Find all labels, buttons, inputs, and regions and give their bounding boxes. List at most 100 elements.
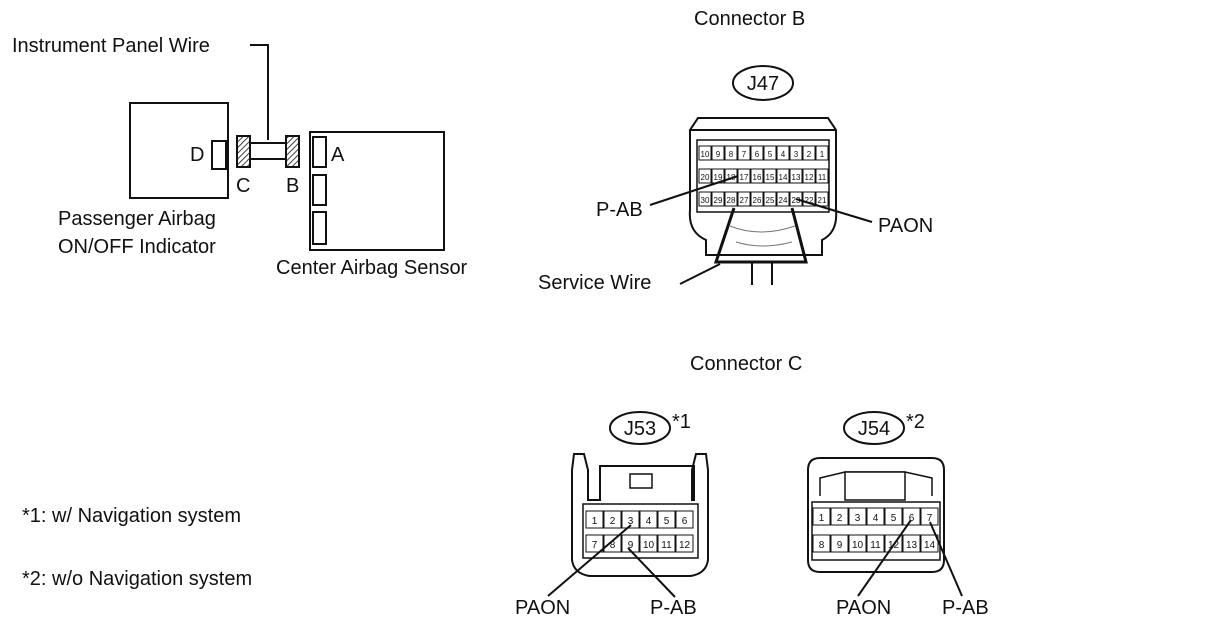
j53-pin: 4 (646, 516, 652, 527)
j53-p-ab-label: P-AB (650, 597, 697, 619)
j47-pin: 1 (820, 150, 825, 159)
center-airbag-sensor-label: Center Airbag Sensor (276, 257, 468, 279)
j47-pin: 21 (818, 196, 827, 205)
j47-row1: 10 9 8 7 6 5 4 3 2 1 (698, 145, 829, 161)
connector-c-label: C (236, 175, 250, 197)
j47-pin: 24 (779, 196, 788, 205)
j47-pin: 28 (727, 196, 736, 205)
j47-pin-grid: 10 9 8 7 6 5 4 3 2 1 20 19 18 17 16 15 1… (698, 145, 829, 207)
j54-pin: 5 (891, 513, 897, 524)
wire-leader-line (250, 44, 269, 140)
j47-pin: 3 (794, 150, 799, 159)
j47-id-ellipse (732, 65, 794, 101)
j53-id: J53 (624, 418, 656, 440)
j54-pin: 14 (924, 540, 936, 551)
j53-pin-grid: 1 2 3 4 5 6 7 8 9 10 11 12 (585, 510, 694, 553)
j54-pin: 4 (873, 513, 879, 524)
j47-row3: 30 29 28 27 26 25 24 23 22 21 (698, 191, 829, 207)
j53-pin: 6 (682, 516, 688, 527)
j53-paon-leader (547, 524, 632, 597)
j47-row2: 20 19 18 17 16 15 14 13 12 11 (698, 168, 829, 184)
j53-pin: 9 (628, 540, 634, 551)
j53-pin: 5 (664, 516, 670, 527)
service-wire-loop (713, 207, 808, 264)
indicator-connector-d (211, 140, 227, 170)
connector-c-group: Connector C J53 *1 1 2 3 4 5 6 7 8 9 10 … (515, 353, 989, 619)
indicator-label-line1: Passenger Airbag (58, 208, 216, 230)
j47-p-ab-label: P-AB (596, 199, 643, 221)
j53-id-ellipse (609, 411, 671, 445)
j54-paon-leader (857, 519, 912, 597)
harness-strands (729, 225, 796, 247)
service-wire-leader (679, 263, 721, 285)
j47-pin: 27 (740, 196, 749, 205)
sensor-connector-3 (312, 211, 327, 245)
instrument-panel-wire-label: Instrument Panel Wire (12, 35, 210, 57)
j47-pin: 15 (766, 173, 775, 182)
j47-pin: 11 (818, 173, 827, 182)
j54-pin: 1 (819, 513, 825, 524)
footnotes: *1: w/ Navigation system *2: w/o Navigat… (22, 505, 252, 590)
j47-id: J47 (747, 73, 779, 95)
connector-c-plug (236, 135, 251, 168)
j47-pin: 19 (714, 173, 723, 182)
j54-pin: 11 (870, 540, 881, 551)
j54-latch (844, 471, 906, 501)
harness-segment (249, 142, 287, 160)
connector-b-plug (285, 135, 300, 168)
j54-pin: 8 (819, 540, 825, 551)
j47-pin: 25 (766, 196, 775, 205)
j54-connector: J54 *2 1 2 3 4 5 6 7 8 9 10 11 12 13 14 (807, 411, 989, 619)
j47-pin: 12 (805, 173, 814, 182)
j53-pin: 3 (628, 516, 634, 527)
j53-pin: 8 (610, 540, 616, 551)
connector-b-group: Connector B J47 10 9 8 7 6 5 4 3 2 1 20 … (538, 8, 933, 294)
j47-pin: 29 (714, 196, 723, 205)
j47-pin: 30 (701, 196, 710, 205)
j47-pin: 10 (701, 150, 710, 159)
sensor-connector-2 (312, 174, 327, 206)
j47-pin: 8 (729, 150, 734, 159)
j54-pin: 7 (927, 513, 933, 524)
j47-pin: 26 (753, 196, 762, 205)
j53-pin: 12 (679, 540, 691, 551)
j53-latch (629, 473, 653, 489)
connector-d-label: D (190, 144, 204, 166)
j53-pin: 1 (592, 516, 598, 527)
center-airbag-sensor-box (309, 131, 445, 251)
j53-pin: 10 (643, 540, 655, 551)
j53-pin: 2 (610, 516, 616, 527)
j53-pin: 7 (592, 540, 598, 551)
j53-connector: J53 *1 1 2 3 4 5 6 7 8 9 10 11 12 PAON (515, 411, 709, 619)
j54-id: J54 (858, 418, 890, 440)
j47-pin: 5 (768, 150, 773, 159)
j54-p-ab-label: P-AB (942, 597, 989, 619)
connector-a-label: A (331, 144, 345, 166)
j54-paon-label: PAON (836, 597, 891, 619)
j47-pin: 20 (701, 173, 710, 182)
p-ab-leader (649, 175, 739, 206)
j54-pin-grid: 1 2 3 4 5 6 7 8 9 10 11 12 13 14 (812, 507, 939, 553)
indicator-label-line2: ON/OFF Indicator (58, 236, 216, 258)
j54-note-mark: *2 (906, 411, 925, 433)
connector-b-title: Connector B (694, 8, 805, 30)
paon-leader (795, 198, 873, 223)
note-no-navigation: *2: w/o Navigation system (22, 568, 252, 590)
j47-pin: 7 (742, 150, 747, 159)
service-wire-label: Service Wire (538, 272, 651, 294)
sensor-connector-a (312, 136, 327, 168)
j47-pin: 6 (755, 150, 760, 159)
j47-pin: 23 (792, 196, 801, 205)
j47-pin: 16 (753, 173, 762, 182)
j47-pin: 13 (792, 173, 801, 182)
j54-pin: 3 (855, 513, 861, 524)
j53-paon-label: PAON (515, 597, 570, 619)
j53-note-mark: *1 (672, 411, 691, 433)
j47-pin: 9 (716, 150, 721, 159)
connector-c-title: Connector C (690, 353, 802, 375)
j54-pin: 10 (852, 540, 864, 551)
j54-pin: 2 (837, 513, 843, 524)
connector-b-label: B (286, 175, 299, 197)
j54-pin: 6 (909, 513, 915, 524)
